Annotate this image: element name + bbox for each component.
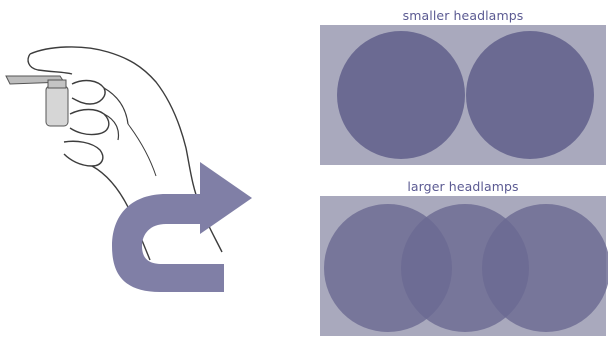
- hand-holding-bulb-icon: [6, 47, 222, 260]
- headlamp-beam-circle: [337, 31, 465, 159]
- u-turn-arrow-icon: [112, 162, 252, 292]
- larger-headlamps-panel: [320, 196, 608, 336]
- headlamp-beam-circle: [482, 204, 608, 332]
- headlamp-beam-circle: [466, 31, 594, 159]
- smaller-headlamps-panel: [320, 25, 606, 165]
- smaller-headlamps-label: smaller headlamps: [320, 8, 606, 23]
- larger-headlamps-label: larger headlamps: [320, 179, 606, 194]
